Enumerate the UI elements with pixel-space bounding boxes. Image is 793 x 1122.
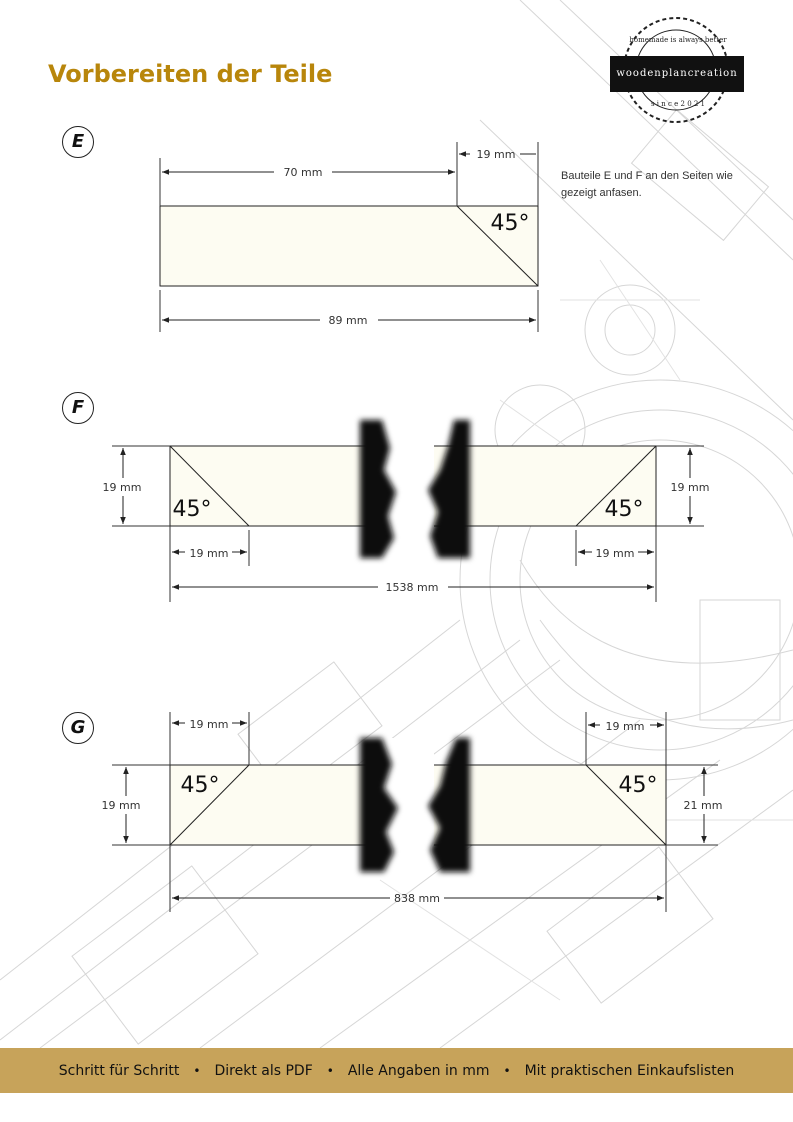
chamfer-line-g-right [585,764,667,846]
footer-item-units: Alle Angaben in mm [347,1062,490,1079]
part-g-drawing: 19 mm 19 mm 19 mm 21 mm 838 mm 45° 45° [102,712,723,912]
dim-g-total: 838 mm [394,892,440,905]
part-label-e: E [62,126,94,158]
footer-separator: • [193,1063,201,1078]
part-label-f: F [62,392,94,424]
instruction-note: Bauteile E und F an den Seiten wie gezei… [561,170,733,199]
footer-band: Schritt für Schritt • Direkt als PDF • A… [0,1048,793,1093]
footer-separator: • [326,1063,334,1078]
break-mark-f [360,420,470,558]
chamfer-line-g-left [169,764,250,846]
footer-item-pdf: Direkt als PDF [214,1062,313,1079]
angle-g-right: 45° [619,773,658,798]
board-e [159,205,539,287]
part-label-g: G [62,712,94,744]
footer-item-shopping: Mit praktischen Einkaufslisten [524,1062,735,1079]
logo-since: s i n c e 2 0 2 1 [650,100,706,108]
dim-e-bottom: 89 mm [329,314,368,327]
dim-f-left-cut: 19 mm [190,547,229,560]
chamfer-line-f-right [575,445,657,527]
dim-g-left-cut: 19 mm [190,718,229,731]
dim-e-cut: 19 mm [477,148,516,161]
dim-f-right-cut: 19 mm [596,547,635,560]
chamfer-line-e [456,205,539,287]
angle-g-left: 45° [181,773,220,798]
break-mark-g [360,738,470,872]
dim-f-left-height: 19 mm [103,481,142,494]
part-e-drawing: 70 mm 19 mm 89 mm 45° [159,142,539,332]
logo-slogan: homemade is always better [629,36,727,44]
dim-e-top: 70 mm [284,166,323,179]
angle-e: 45° [491,211,530,236]
footer-separator: • [503,1063,511,1078]
page-title: Vorbereiten der Teile [48,60,333,88]
dim-g-right-cut: 19 mm [606,720,645,733]
dim-g-right-height: 21 mm [684,799,723,812]
part-f-drawing: 19 mm 19 mm 19 mm 19 mm 1538 mm 45° 45° [103,420,710,602]
dim-g-left-height: 19 mm [102,799,141,812]
brand-logo: woodenplancreation [610,56,744,92]
dim-f-right-height: 19 mm [671,481,710,494]
footer-item-steps: Schritt für Schritt [58,1062,180,1079]
angle-f-right: 45° [605,497,644,522]
chamfer-line-f-left [169,445,250,527]
angle-f-left: 45° [173,497,212,522]
dim-f-total: 1538 mm [386,581,439,594]
